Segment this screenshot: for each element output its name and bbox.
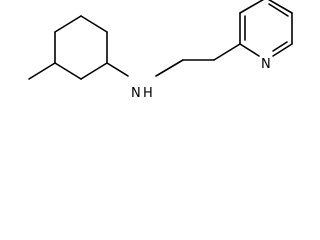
- bond-pyr-double-2: [268, 3, 289, 17]
- bond-methyl: [28, 62, 56, 80]
- structure-canvas: N H N: [0, 0, 318, 103]
- bond-ring-to-nitrogen: [106, 62, 129, 77]
- amine-hydrogen-label: H: [143, 86, 153, 101]
- amine-nitrogen-label: N: [131, 86, 141, 101]
- bond-ring-c2-c3: [80, 15, 108, 33]
- molecule-structure: N H N: [28, 0, 293, 101]
- bond-pyr-double-3: [272, 41, 288, 52]
- pyridine-ring: [239, 0, 293, 57]
- bond-pyr-c4-c5: [267, 0, 293, 14]
- bond-nitrogen-to-ch2: [155, 59, 184, 77]
- pyridine-nitrogen-label: N: [261, 57, 271, 72]
- bond-ring-c6-c1: [80, 62, 108, 80]
- bond-ch2-to-pyridine: [213, 43, 241, 61]
- bond-pyr-c3-c4: [239, 0, 265, 14]
- cyclohexane-ring: [54, 15, 108, 80]
- bond-ring-c3-c4: [54, 15, 82, 33]
- bond-pyr-c6-n: [272, 43, 293, 57]
- bond-pyr-n-c2: [239, 43, 260, 57]
- bond-ring-c5-c6: [54, 62, 82, 80]
